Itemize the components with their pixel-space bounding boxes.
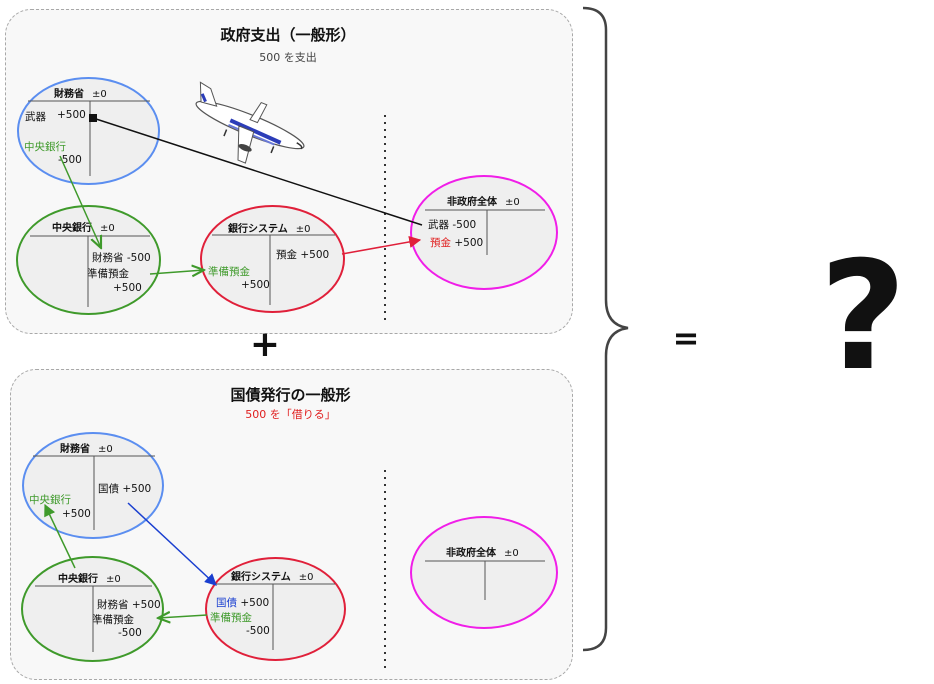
cb-credit1: 財務省 -500: [92, 252, 151, 264]
bank-t-lines: [212, 234, 335, 305]
account-name: 非政府全体: [447, 197, 497, 208]
bank-account-header: 銀行システム ±0: [228, 220, 310, 235]
account-balance: ±0: [295, 224, 311, 235]
bank-debit-label: 準備預金: [208, 266, 250, 278]
mof-credit-label: 中央銀行: [24, 141, 66, 153]
mof-credit-value: -500: [58, 154, 82, 166]
bank-account-ellipse: [200, 205, 345, 313]
account-name: 銀行システム: [228, 224, 288, 235]
account-balance: ±0: [98, 444, 113, 455]
mof-account-ellipse-2: [22, 432, 164, 539]
cb-account-header-2: 中央銀行 ±0: [58, 570, 121, 585]
bank2-debit1: 国債 +500: [216, 597, 270, 609]
equals-operator: =: [672, 319, 700, 357]
arrow-deposit-to-nongov: [341, 236, 422, 255]
cb2-credit1: 財務省 +500: [97, 599, 161, 611]
mof2-t-lines: [33, 455, 155, 530]
bank-account-ellipse-2: [205, 557, 346, 661]
account-balance: ±0: [298, 572, 314, 583]
question-mark: ?: [819, 230, 907, 404]
account-name: 非政府全体: [446, 548, 496, 559]
mof-t-lines: [28, 100, 150, 176]
nongov-account-ellipse: [410, 175, 558, 290]
nongov-t-lines: [425, 209, 545, 255]
bank-debit-value: +500: [241, 279, 270, 291]
bank2-t-lines: [215, 583, 335, 650]
cb2-t-lines: [35, 585, 152, 652]
account-balance: ±0: [100, 223, 115, 234]
account-balance: ±0: [505, 197, 520, 208]
mof2-credit: 国債 +500: [98, 483, 152, 495]
account-name: 中央銀行: [58, 574, 98, 585]
panel2-subtitle: 500 を「借りる」: [245, 408, 336, 421]
panel2-title: 国債発行の一般形: [230, 386, 351, 404]
account-name: 中央銀行: [52, 223, 92, 234]
mof-account-header-2: 財務省 ±0: [60, 440, 113, 455]
nongov-debit2: 預金 +500: [430, 237, 484, 249]
account-name: 財務省: [54, 89, 84, 100]
cb2-credit2-label: 準備預金: [92, 614, 134, 626]
arrow-cb-to-mof: [59, 155, 101, 248]
plus-operator: +: [249, 324, 281, 365]
account-balance: ±0: [92, 89, 107, 100]
nongov2-t-lines: [425, 560, 545, 600]
cb-credit2-label: 準備預金: [87, 268, 129, 280]
bank2-debit2-value: -500: [246, 625, 270, 637]
account-name: 銀行システム: [231, 572, 291, 583]
nongov-debit1: 武器 -500: [428, 219, 477, 231]
bank-credit: 預金 +500: [276, 249, 330, 261]
arrow-reserve-to-cb: [158, 615, 208, 618]
mof2-debit-label: 中央銀行: [29, 494, 71, 506]
panel1-title: 政府支出（一般形）: [220, 26, 356, 44]
mof-debit-value: +500: [57, 109, 86, 121]
cb-account-header: 中央銀行 ±0: [52, 219, 115, 234]
account-balance: ±0: [106, 574, 121, 585]
mof-debit-label: 武器: [25, 111, 46, 123]
account-balance: ±0: [504, 548, 519, 559]
mof2-debit-value: +500: [62, 508, 91, 520]
nongov-account-header: 非政府全体 ±0: [447, 193, 520, 208]
account-name: 財務省: [60, 444, 90, 455]
mof-account-ellipse: [17, 77, 160, 185]
mof-account-header: 財務省 ±0: [54, 85, 107, 100]
arrow-bond-to-bank: [127, 502, 217, 586]
arrow-weapon-square: [89, 114, 97, 122]
bank-account-header-2: 銀行システム ±0: [231, 568, 313, 583]
panel1-subtitle: 500 を支出: [259, 51, 317, 64]
arrow-reserve-to-bank: [149, 270, 204, 274]
cb2-credit2-value: -500: [118, 627, 142, 639]
cb-t-lines: [30, 235, 150, 307]
nongov-account-ellipse-2: [410, 516, 558, 629]
arrow-weapon-transfer: [92, 117, 423, 226]
cb-credit2-value: +500: [113, 282, 142, 294]
right-brace: [582, 6, 629, 652]
nongov-account-header-2: 非政府全体 ±0: [446, 544, 519, 559]
bank2-debit2-label: 準備預金: [210, 612, 252, 624]
arrow-cb-to-mof-2: [44, 503, 76, 569]
airplane-icon: [195, 81, 305, 164]
